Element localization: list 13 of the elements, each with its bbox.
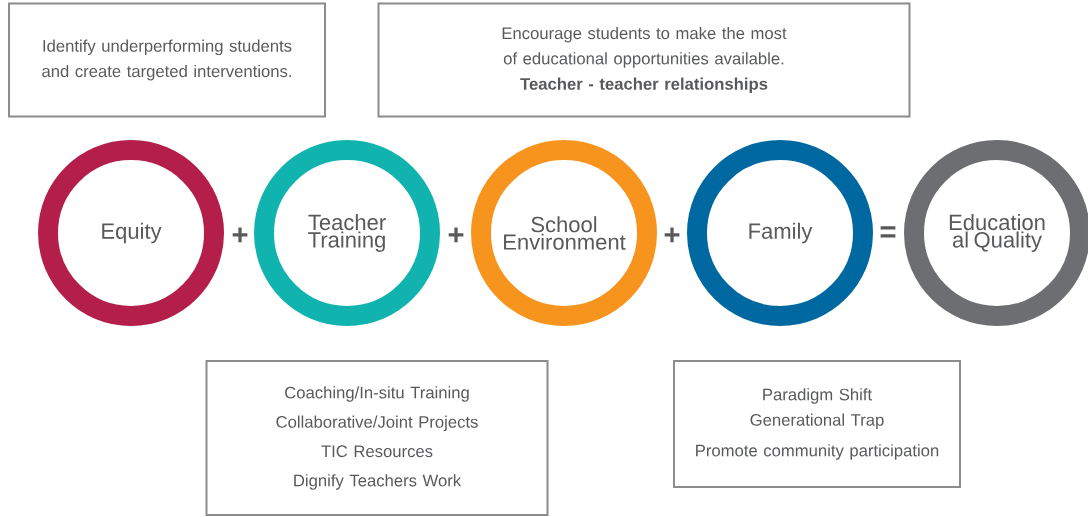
operator-sign: + bbox=[448, 227, 464, 243]
ring: Family bbox=[687, 140, 873, 326]
operator-sign: = bbox=[880, 226, 896, 238]
ring: Equity bbox=[38, 140, 224, 326]
text-box: Coaching/In-situ Training Collaborative/Joint Projects TIC Resources Dignify Teachers Work bbox=[205, 360, 549, 516]
text-box: Identify underperforming students and create targeted interventions. bbox=[8, 2, 326, 118]
ring: Education al Quality bbox=[904, 140, 1088, 326]
text-box: Paradigm Shift Generational Trap Promote community participation bbox=[673, 360, 961, 488]
ring: Teacher Training bbox=[254, 140, 440, 326]
text-box: Encourage students to make the most of educational opportunities available. Teacher - teacher relationships bbox=[377, 2, 911, 118]
operator-sign: + bbox=[232, 227, 248, 243]
ring: School Environment bbox=[471, 140, 657, 326]
operator-sign: + bbox=[664, 227, 680, 243]
